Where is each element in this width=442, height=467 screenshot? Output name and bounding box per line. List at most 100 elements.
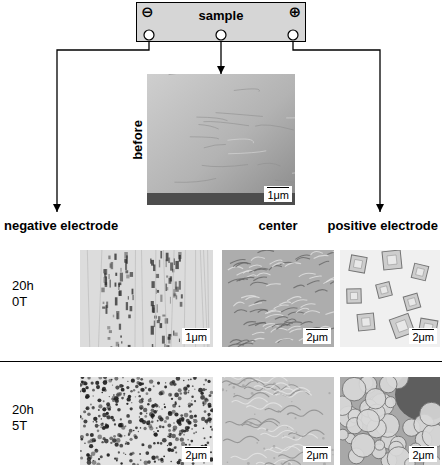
micrograph-texture — [103, 377, 107, 379]
micrograph-texture — [132, 295, 134, 300]
micrograph-texture — [179, 433, 182, 436]
micrograph-texture — [228, 139, 254, 143]
sem-image: 2μm — [80, 377, 213, 465]
micrograph-texture — [163, 250, 166, 347]
micrograph-texture — [252, 332, 264, 335]
micrograph-texture — [97, 430, 100, 433]
micrograph-texture — [253, 277, 267, 281]
micrograph-texture — [170, 448, 174, 452]
micrograph-texture — [116, 459, 118, 461]
column-header-text: negative electrode — [4, 212, 118, 233]
micrograph-texture — [102, 387, 106, 391]
micrograph-texture — [98, 250, 101, 347]
micrograph-texture — [204, 144, 226, 147]
micrograph-texture — [142, 444, 144, 446]
micrograph-texture — [93, 421, 94, 422]
micrograph-texture — [210, 391, 213, 395]
micrograph-texture — [151, 455, 155, 459]
image-label: before — [130, 120, 145, 160]
micrograph-texture — [115, 273, 117, 276]
micrograph-texture — [81, 381, 83, 383]
micrograph-texture — [151, 301, 154, 306]
micrograph-texture — [420, 402, 440, 426]
micrograph-texture — [291, 300, 307, 304]
micrograph-texture — [140, 378, 143, 381]
micrograph-texture — [176, 295, 178, 299]
micrograph-texture — [169, 381, 174, 386]
micrograph-texture — [203, 462, 205, 464]
micrograph-texture — [288, 463, 291, 465]
micrograph-texture — [123, 393, 125, 395]
micrograph-texture — [323, 279, 333, 283]
micrograph-texture — [285, 263, 301, 267]
micrograph-texture — [138, 391, 140, 393]
terminal-circle — [216, 30, 226, 40]
micrograph-texture — [141, 388, 145, 392]
micrograph-texture — [191, 428, 193, 430]
micrograph-texture — [150, 259, 151, 264]
micrograph-texture — [115, 443, 119, 447]
micrograph-texture — [193, 419, 197, 423]
micrograph-texture — [122, 385, 124, 387]
scale-label: 2μm — [306, 447, 328, 461]
micrograph-texture — [274, 305, 289, 309]
micrograph-texture — [247, 462, 250, 465]
micrograph-texture — [286, 115, 295, 118]
micrograph-texture — [80, 377, 213, 465]
micrograph-texture — [210, 426, 212, 428]
micrograph-texture — [232, 386, 235, 389]
micrograph-texture — [98, 458, 100, 460]
micrograph-texture — [228, 279, 244, 283]
micrograph-texture — [128, 345, 131, 347]
micrograph-texture — [80, 250, 213, 347]
micrograph-texture — [332, 454, 333, 455]
micrograph-texture — [87, 460, 92, 465]
micrograph-texture — [178, 423, 181, 426]
micrograph-texture — [193, 419, 194, 420]
micrograph-texture — [98, 404, 102, 408]
micrograph-texture — [129, 438, 132, 441]
micrograph-texture — [173, 422, 175, 424]
micrograph-texture — [168, 433, 171, 436]
micrograph-texture — [125, 270, 128, 273]
micrograph-texture — [164, 386, 167, 389]
micrograph-texture — [287, 427, 288, 428]
micrograph-texture — [151, 404, 155, 408]
micrograph-texture — [190, 378, 192, 380]
micrograph-texture — [322, 437, 324, 439]
micrograph-texture — [179, 255, 181, 262]
micrograph-texture — [136, 377, 140, 380]
micrograph-texture — [167, 445, 168, 446]
micrograph-texture — [129, 429, 133, 433]
scale-patch: 1μm — [182, 328, 210, 344]
micrograph-texture — [157, 304, 158, 312]
micrograph-texture — [149, 379, 153, 383]
micrograph-texture — [153, 442, 155, 444]
micrograph-texture — [155, 404, 159, 408]
micrograph-texture — [85, 386, 88, 389]
micrograph-texture — [98, 415, 101, 418]
micrograph-texture — [357, 313, 375, 331]
micrograph-texture — [226, 390, 228, 392]
micrograph-texture — [121, 397, 124, 400]
column-header: center — [258, 212, 297, 233]
micrograph-texture — [109, 330, 112, 333]
micrograph-texture — [148, 424, 152, 428]
micrograph-texture — [95, 424, 99, 428]
connector-arrow — [57, 42, 149, 212]
micrograph-texture — [171, 250, 174, 347]
micrograph-texture — [376, 282, 393, 299]
micrograph-texture — [207, 380, 210, 383]
micrograph-texture — [123, 452, 125, 454]
micrograph-texture — [309, 276, 321, 279]
micrograph-texture — [279, 302, 290, 305]
micrograph-texture — [382, 250, 402, 270]
micrograph-texture — [270, 260, 283, 264]
micrograph-texture — [128, 296, 129, 299]
micrograph-texture — [275, 389, 277, 391]
micrograph-texture — [92, 389, 95, 392]
micrograph-texture — [299, 273, 316, 277]
micrograph-texture — [331, 449, 333, 451]
micrograph-texture — [276, 325, 290, 330]
micrograph-texture — [83, 410, 86, 413]
